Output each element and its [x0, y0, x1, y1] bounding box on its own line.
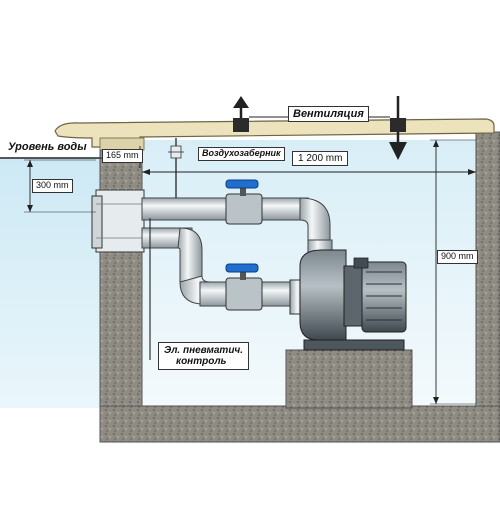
dimension-900 [430, 139, 476, 405]
air-intake-label: Воздухозаберник [198, 147, 285, 161]
pool-wall [99, 149, 143, 409]
vent-arrow-up [233, 96, 249, 132]
control-label-line2: контроль [176, 356, 227, 367]
pump-base [285, 349, 413, 409]
dim-900-label: 900 mm [437, 250, 478, 264]
pool-water [0, 158, 104, 408]
control-label: Эл. пневматич. контроль [158, 342, 250, 370]
dim-1200-label: 1 200 mm [292, 151, 349, 166]
dim-300-label: 300 mm [32, 179, 73, 193]
upper-valve-handle [225, 179, 259, 189]
ventilation-label: Вентиляция [288, 106, 369, 123]
floor [99, 405, 500, 443]
water-level-label: Уровень воды [8, 141, 87, 153]
dimension-300 [24, 159, 96, 213]
skimmer [91, 189, 145, 253]
lower-valve-handle [225, 263, 259, 273]
lower-elbow [177, 227, 203, 283]
upper-valve [225, 179, 263, 225]
lower-valve [225, 263, 263, 311]
vent-arrow-down [389, 96, 407, 160]
dimension-1200 [142, 169, 476, 175]
dim-165-label: 165 mm [102, 149, 143, 163]
right-wall [475, 131, 500, 411]
air-intake-sensor [168, 138, 184, 198]
upper-pipe [141, 197, 309, 221]
pump-motor [289, 249, 407, 351]
deck-cover [54, 118, 495, 148]
control-label-line1: Эл. пневматич. [164, 345, 244, 356]
